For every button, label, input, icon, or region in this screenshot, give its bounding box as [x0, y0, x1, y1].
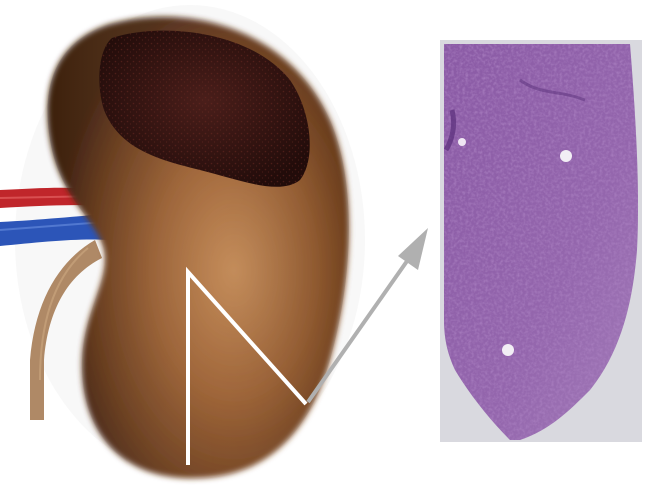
- histology-panel: [440, 40, 642, 442]
- vessel-lumen: [502, 344, 514, 356]
- vessel-lumen: [560, 150, 572, 162]
- vessel-lumen: [458, 138, 466, 146]
